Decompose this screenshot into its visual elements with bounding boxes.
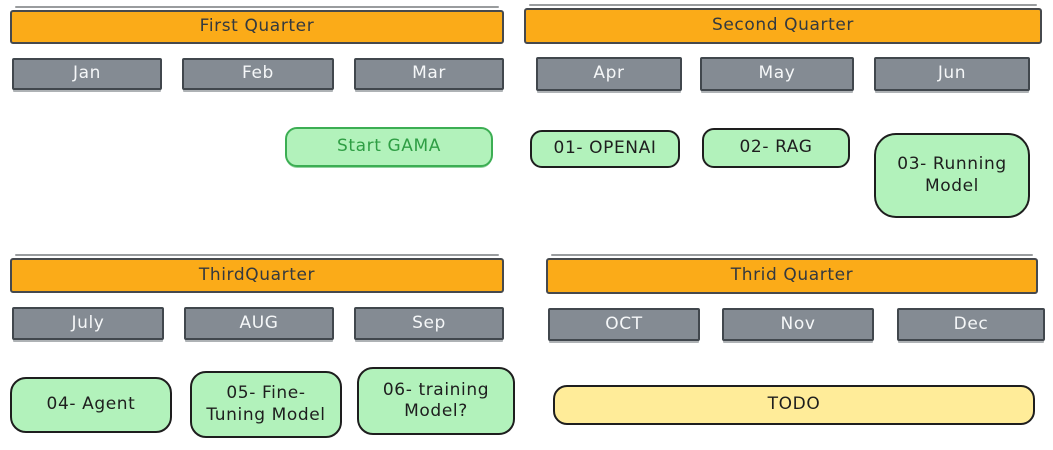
quarter-header-fourth: Thrid Quarter [546,254,1038,294]
task-05-fine-tuning-model: 05- Fine-Tuning Model [190,371,342,438]
month-feb: Feb [182,58,334,90]
quarter-header-second: Second Quarter [524,4,1042,44]
month-oct: OCT [548,308,700,341]
month-aug: AUG [184,307,334,340]
task-todo: TODO [553,385,1035,425]
month-nov: Nov [722,308,874,341]
task-03-running-model: 03- Running Model [874,133,1030,218]
month-sep: Sep [354,307,504,340]
month-dec: Dec [897,308,1045,341]
month-jan: Jan [12,58,162,90]
task-02-rag: 02- RAG [702,128,850,168]
quarter-header-third: ThirdQuarter [10,254,504,293]
month-may: May [700,57,854,91]
month-apr: Apr [536,57,682,91]
task-01-openai: 01- OPENAI [530,130,680,168]
task-start-gama: Start GAMA [285,127,493,167]
task-06-training-model: 06- training Model? [357,367,515,435]
month-mar: Mar [354,58,504,90]
month-jun: Jun [874,57,1030,91]
month-july: July [12,307,164,340]
quarter-header-first: First Quarter [10,6,504,44]
task-04-agent: 04- Agent [10,377,172,433]
